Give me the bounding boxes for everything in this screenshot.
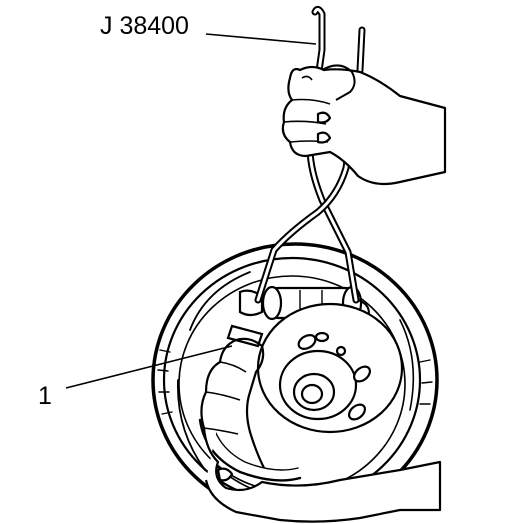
callout-leaders	[65, 33, 317, 389]
axle-hub	[256, 302, 404, 434]
part-callout-label: 1	[38, 382, 52, 410]
tool-callout-label: J 38400	[100, 12, 189, 40]
tool-j38400	[254, 5, 366, 304]
part-leader-line	[65, 345, 233, 389]
upper-hand	[281, 64, 447, 186]
tool-leader-line	[205, 33, 317, 45]
lower-hand	[200, 337, 442, 523]
